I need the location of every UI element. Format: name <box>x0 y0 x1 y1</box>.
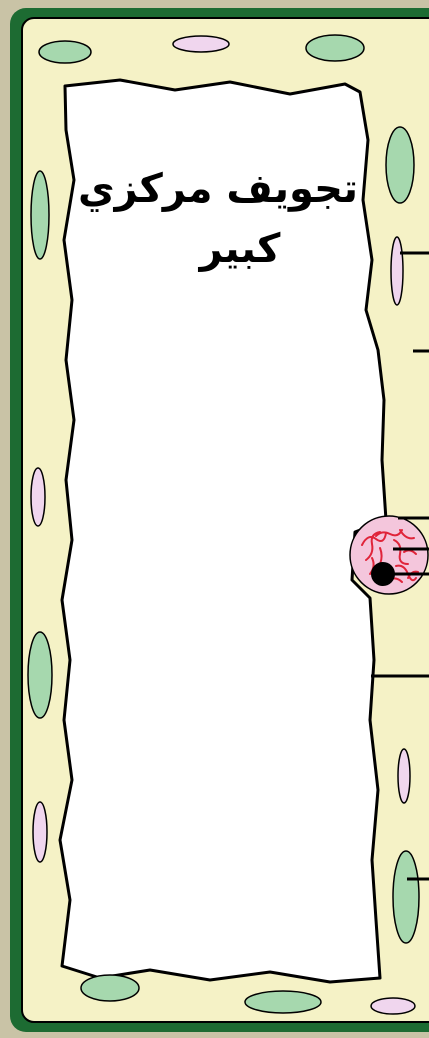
organelle-icon <box>31 468 45 526</box>
chloroplast-icon <box>81 975 139 1001</box>
organelle-icon <box>173 36 229 52</box>
nucleus-icon <box>350 516 428 594</box>
organelle-icon <box>391 237 403 305</box>
central-vacuole <box>60 80 386 982</box>
chloroplast-icon <box>386 127 414 203</box>
organelle-icon <box>398 749 410 803</box>
vacuole-label-line1: تجويف مركزي <box>78 166 358 212</box>
chloroplast-icon <box>306 35 364 61</box>
chloroplast-icon <box>393 851 419 943</box>
vacuole-label-line2: كبير <box>198 226 282 272</box>
chloroplast-icon <box>245 991 321 1013</box>
organelle-icon <box>33 802 47 862</box>
chloroplast-icon <box>39 41 91 63</box>
organelle-icon <box>371 998 415 1014</box>
chloroplast-icon <box>28 632 52 718</box>
chloroplast-icon <box>31 171 49 259</box>
